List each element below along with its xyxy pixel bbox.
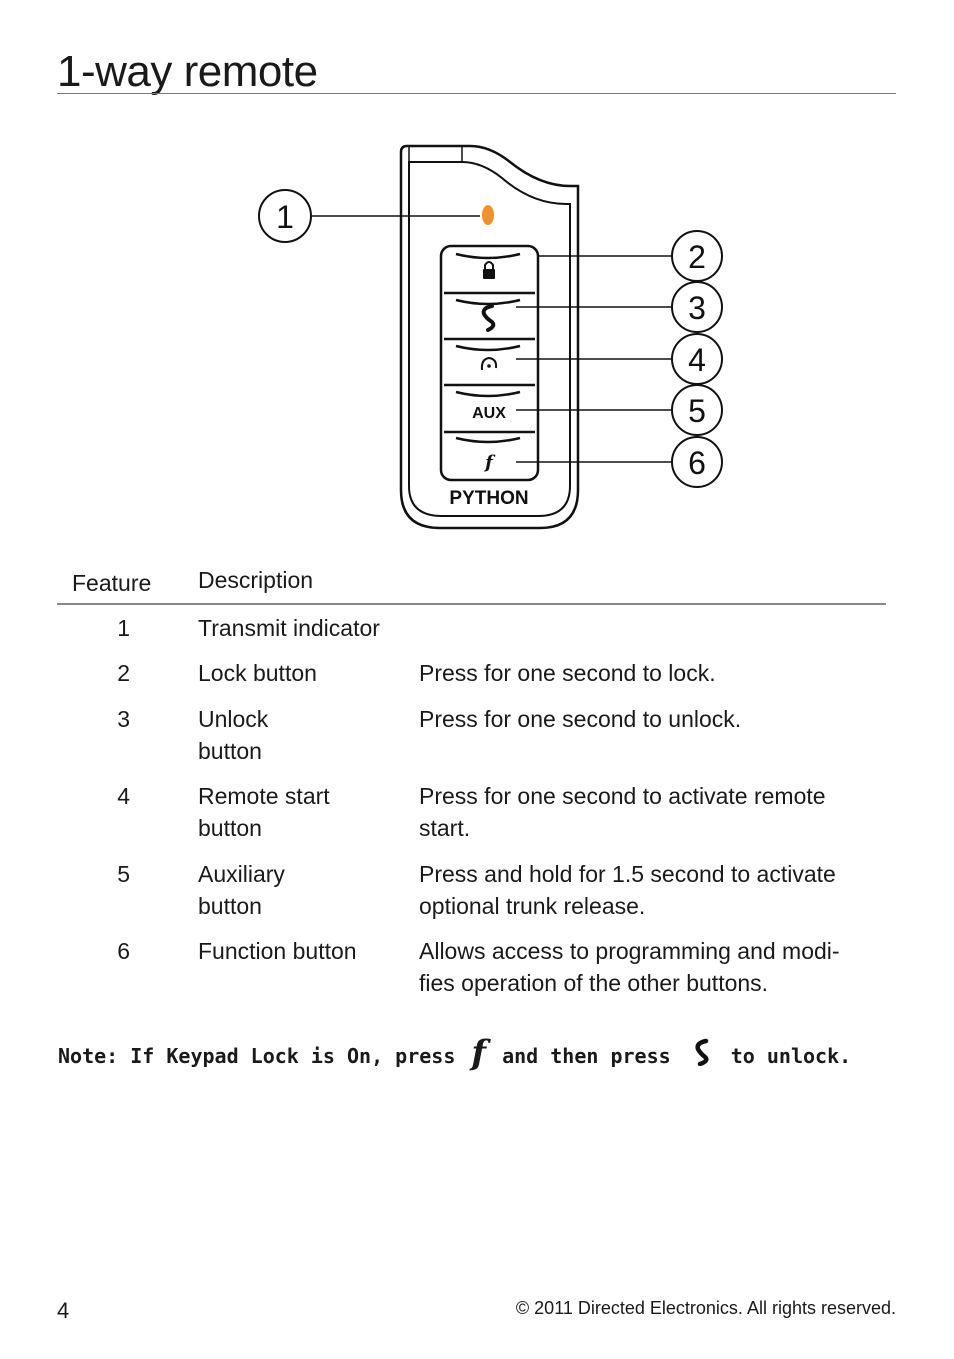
callout-6-label: 6 [688,445,706,481]
feature-name: Auxiliary button [198,861,285,919]
function-symbol: f [471,1033,487,1073]
unlock-icon [695,1038,709,1066]
feature-description: Allows access to programming and modi-fi… [419,938,840,996]
feature-number: 1 [117,615,130,641]
brand-logo: PYTHON [449,488,528,509]
remote-body [399,144,580,530]
note-text-part1: Note: If Keypad Lock is On, press [58,1044,468,1068]
callout-4-label: 4 [688,342,706,378]
table-header-description: Description [198,567,314,593]
table-divider [57,603,886,605]
feature-name: Remote start button [198,783,330,841]
callout-5-label: 5 [688,393,706,429]
feature-name: Lock button [198,660,317,686]
callout-6 [671,436,723,488]
callout-3 [671,281,723,333]
feature-number: 3 [117,706,130,732]
function-icon: f [483,452,496,473]
table-header-feature: Feature [72,570,152,596]
feature-name: Function button [198,938,357,964]
transmit-indicator [482,205,494,225]
feature-number: 6 [117,938,130,964]
feature-description: Press and hold for 1.5 second to activat… [419,861,836,919]
note-text-part2: and then press [490,1044,683,1068]
callout-5 [671,384,723,436]
aux-label: AUX [472,405,506,422]
lock-icon [483,261,495,279]
title-divider [57,93,896,94]
feature-name: Unlock button [198,706,269,764]
feature-number: 2 [117,660,130,686]
callout-1-label: 1 [276,199,294,235]
keypad [439,244,540,482]
remote-diagram: AUX f PYTHON 1 2 3 4 5 6 [258,144,723,530]
page-title: 1-way remote [57,47,318,96]
feature-description: Press for one second to lock. [419,660,716,686]
feature-description: Press for one second to activate remote … [419,783,826,841]
unlock-icon [481,304,496,332]
page-number: 4 [57,1298,70,1323]
feature-number: 4 [117,783,130,809]
copyright-notice: © 2011 Directed Electronics. All rights … [515,1298,896,1318]
feature-name: Transmit indicator [198,615,380,641]
callout-3-label: 3 [688,290,706,326]
keypad-lock-note: Note: If Keypad Lock is On, press f and … [58,1033,852,1073]
feature-description: Press for one second to unlock. [419,706,742,732]
callout-2-label: 2 [688,239,706,275]
callout-1 [258,189,312,243]
remote-start-icon [480,356,498,371]
feature-number: 5 [117,861,130,887]
callout-lines [311,215,672,463]
note-text-part3: to unlock. [718,1044,852,1068]
